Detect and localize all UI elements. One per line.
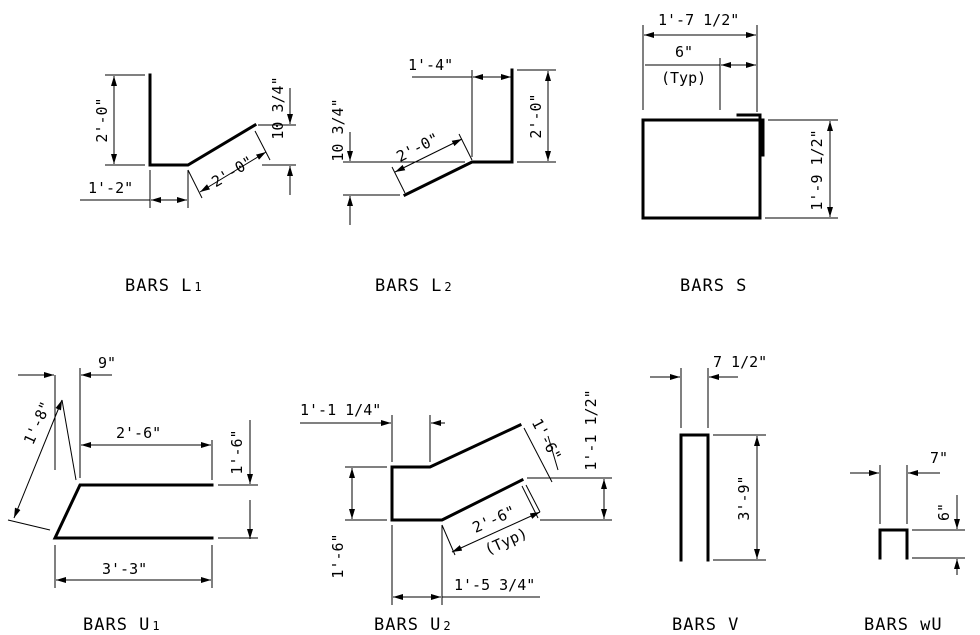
bar-u1-top-length-dim: 2'-6" xyxy=(116,424,161,442)
bar-u1-shape xyxy=(52,483,214,540)
bar-l1-rise-dim: 10 3/4" xyxy=(269,76,287,139)
bar-l1-base-dim: 1'-2" xyxy=(88,179,133,197)
bar-v-diagram: 7 1/2" 3'-9" BARS V xyxy=(650,353,767,635)
bar-l1-height-dim: 2'-0" xyxy=(93,97,111,142)
bar-v-width-dim: 7 1/2" xyxy=(713,353,767,371)
bar-l2-height-dim: 2'-0" xyxy=(527,93,545,138)
bar-wu-diagram: 7" 6" BARS wU xyxy=(850,449,965,635)
bar-u2-top-left-dim: 1'-1 1/4" xyxy=(300,401,381,419)
bar-wu-height-dim: 6" xyxy=(935,503,953,521)
bar-wu-title: BARS wU xyxy=(864,615,943,635)
bar-u1-height-dim: 1'-6" xyxy=(228,429,246,474)
bar-s-title: BARS S xyxy=(680,276,747,296)
bar-s-hook-note: (Typ) xyxy=(661,69,706,87)
bar-l2-rise-dim: 10 3/4" xyxy=(329,98,347,161)
bar-s-shape xyxy=(641,113,765,220)
bar-u2-diagram: 1'-1 1/4" 1'-6" 1'-1 1/2" 1'-6" 2'-6" (T… xyxy=(300,389,612,635)
bar-s-width-dim: 1'-7 1/2" xyxy=(658,11,739,29)
bar-v-shape xyxy=(679,433,710,562)
bar-l2-shape xyxy=(402,68,514,198)
bar-v-title: BARS V xyxy=(672,615,739,635)
bar-u1-slope-dim: 1'-8" xyxy=(20,399,55,448)
bar-u1-bottom-length-dim: 3'-3" xyxy=(102,560,147,578)
bar-u2-rise-dim: 1'-1 1/2" xyxy=(582,389,600,470)
bar-u2-bottom-dim: 1'-5 3/4" xyxy=(454,576,535,594)
bar-u2-height-dim: 1'-6" xyxy=(329,533,347,578)
bar-u1-offset-dim: 9" xyxy=(98,354,116,372)
bar-s-hook-dim: 6" xyxy=(675,43,693,61)
bar-s-diagram: 1'-7 1/2" 6" (Typ) 1'-9 1/2" BARS S xyxy=(641,11,838,296)
bar-u2-slope-top-dim: 1'-6" xyxy=(528,415,565,463)
bar-v-height-dim: 3'-9" xyxy=(735,475,753,520)
bar-l1-slope-dim: 2'-0" xyxy=(208,152,256,191)
bar-wu-width-dim: 7" xyxy=(930,449,948,467)
bar-l2-top-dim: 1'-4" xyxy=(408,56,453,74)
bar-l1-shape xyxy=(148,73,258,167)
bar-s-height-dim: 1'-9 1/2" xyxy=(808,129,826,210)
bar-wu-shape xyxy=(878,528,909,560)
